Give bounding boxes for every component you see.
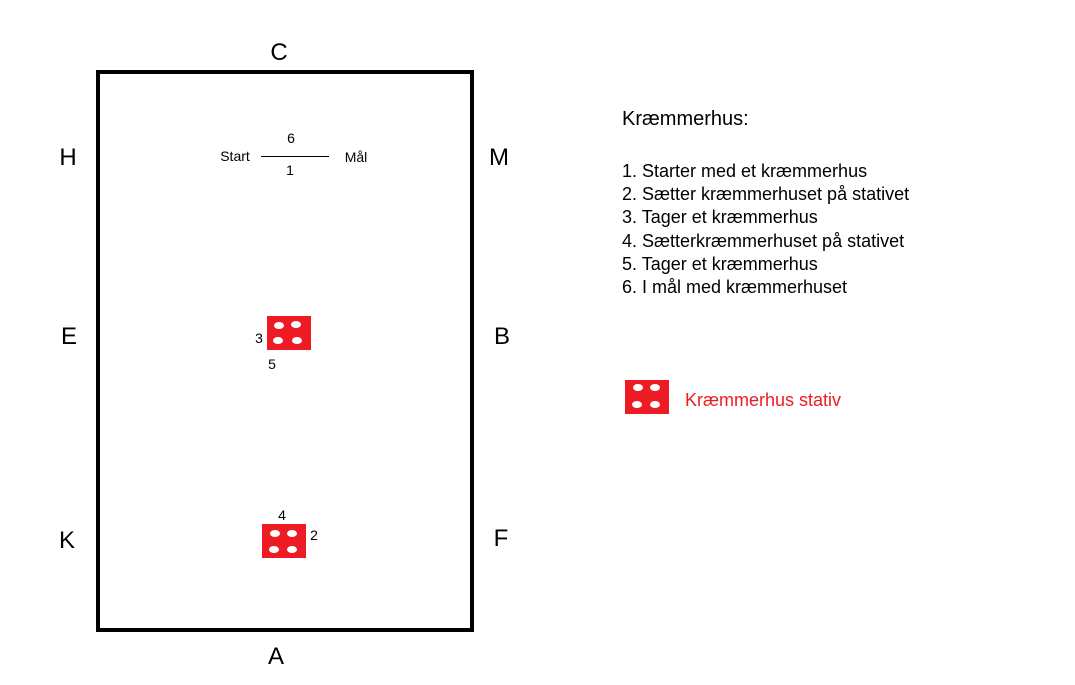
step-6-marker: 6: [287, 130, 295, 146]
step-item: 1. Starter med et kræmmerhus: [622, 161, 868, 181]
instructions-title: Kræmmerhus:: [622, 108, 749, 130]
step-item: 4. Sætterkræmmerhuset på stativet: [622, 230, 905, 251]
legend-label: Kræmmerhus stativ: [685, 390, 842, 410]
letter-m: M: [489, 144, 509, 171]
letter-k: K: [58, 527, 76, 554]
stand-upper: [267, 316, 311, 350]
step-4-marker: 4: [278, 507, 286, 523]
letter-a: A: [267, 643, 285, 670]
step-item: 6. I mål med kræmmerhuset: [622, 277, 848, 298]
step-3-marker: 3: [255, 330, 263, 346]
letter-h: H: [59, 144, 77, 171]
step-item: 5. Tager et kræmmerhus: [622, 253, 818, 274]
step-2-marker: 2: [310, 527, 318, 543]
legend-stand-icon: [625, 380, 669, 414]
finish-label: Mål: [344, 149, 368, 165]
letter-c: C: [270, 39, 288, 66]
step-5-marker: 5: [268, 356, 276, 372]
step-item: 3. Tager et kræmmerhus: [622, 207, 818, 228]
letter-f: F: [493, 525, 509, 552]
start-label: Start: [220, 148, 250, 164]
stand-lower: [262, 524, 306, 558]
step-1-marker: 1: [286, 162, 294, 178]
letter-b: B: [493, 323, 511, 350]
letter-e: E: [60, 323, 78, 350]
start-finish-line: [261, 156, 329, 157]
instructions-list: 1. Starter med et kræmmerhus 2. Sætter k…: [622, 160, 909, 299]
step-item: 2. Sætter kræmmerhuset på stativet: [622, 184, 910, 205]
arena-border: [96, 70, 474, 632]
